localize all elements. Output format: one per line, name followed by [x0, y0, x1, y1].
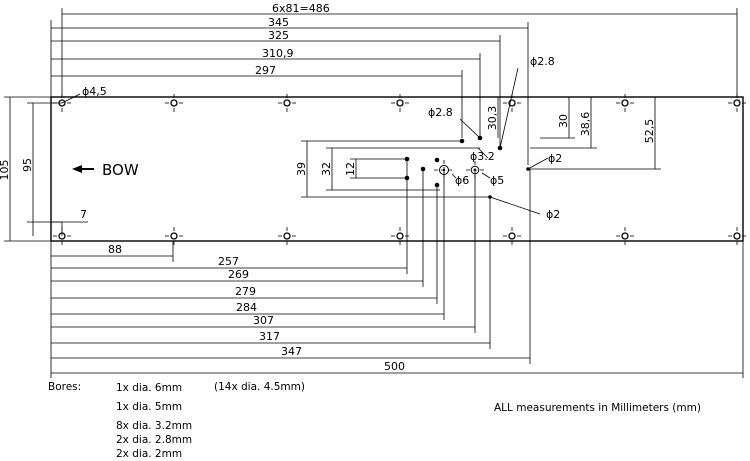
dim-284: 284: [236, 301, 257, 314]
bores-title: Bores:: [48, 381, 82, 393]
label-phi-2-8-top: ϕ2.8: [530, 55, 555, 68]
bores-list: 1x dia. 6mm 1x dia. 5mm 8x dia. 3.2mm 2x…: [116, 381, 192, 461]
mounting-hole: [733, 232, 741, 240]
bore-cluster: [61, 67, 549, 215]
dim-317: 317: [259, 330, 280, 343]
dim-32: 32: [320, 162, 333, 176]
label-phi-3-2: ϕ3.2: [470, 150, 495, 163]
left-dimension-lines: [4, 96, 88, 242]
dim-345: 345: [268, 16, 289, 29]
dim-269: 269: [228, 268, 249, 281]
label-phi-5: ϕ5: [490, 174, 504, 187]
dim-38-6: 38,6: [579, 112, 592, 137]
label-phi-2-8-left: ϕ2.8: [428, 106, 453, 119]
mounting-hole: [396, 99, 404, 107]
label-phi-2-upper: ϕ2: [548, 152, 562, 165]
label-phi-6: ϕ6: [455, 174, 469, 187]
plate-outline: [50, 96, 744, 242]
mounting-hole: [508, 99, 516, 107]
mounting-holes: [53, 94, 746, 245]
label-phi-4-5: ϕ4,5: [82, 85, 107, 98]
mounting-hole: [283, 99, 291, 107]
dim-105: 105: [0, 160, 11, 181]
dim-307: 307: [253, 314, 274, 327]
dim-6x81: 6x81=486: [272, 2, 330, 15]
label-phi-2-lower: ϕ2: [546, 208, 560, 221]
dim-325: 325: [268, 29, 289, 42]
units-note: ALL measurements in Millimeters (mm): [494, 402, 701, 414]
bores-extra: (14x dia. 4.5mm): [214, 381, 305, 393]
dim-12: 12: [344, 162, 357, 176]
dim-30-3: 30,3: [486, 106, 499, 131]
bow-label: BOW: [102, 161, 139, 179]
dim-310-9: 310,9: [262, 47, 294, 60]
bore-item: 8x dia. 3.2mm: [116, 420, 193, 432]
mounting-hole: [396, 232, 404, 240]
dim-297: 297: [255, 64, 276, 77]
bore-item: 1x dia. 5mm: [116, 401, 183, 413]
dim-257: 257: [218, 255, 239, 268]
dim-52-5: 52,5: [643, 119, 656, 144]
bore-item: 2x dia. 2mm: [116, 448, 183, 460]
dim-88: 88: [108, 243, 122, 256]
mounting-hole: [621, 99, 629, 107]
inner-vertical-dims: [301, 140, 490, 198]
dim-30: 30: [557, 114, 570, 128]
dim-39: 39: [295, 162, 308, 176]
mounting-hole: [283, 232, 291, 240]
mounting-hole: [170, 99, 178, 107]
mounting-hole: [170, 232, 178, 240]
bore-item: 2x dia. 2.8mm: [116, 434, 193, 446]
bow-arrow-icon: [72, 165, 94, 173]
right-dimension-lines: [497, 97, 661, 170]
mounting-hole: [733, 99, 741, 107]
top-dimension-lines: [50, 8, 738, 165]
bottom-dimension-lines: [50, 160, 744, 378]
dim-500: 500: [384, 360, 405, 373]
dim-95: 95: [21, 158, 34, 172]
bore-item: 1x dia. 6mm: [116, 382, 183, 394]
dim-7: 7: [80, 208, 87, 221]
mounting-hole: [621, 232, 629, 240]
mounting-hole: [508, 232, 516, 240]
dim-347: 347: [281, 345, 302, 358]
dim-279: 279: [235, 285, 256, 298]
